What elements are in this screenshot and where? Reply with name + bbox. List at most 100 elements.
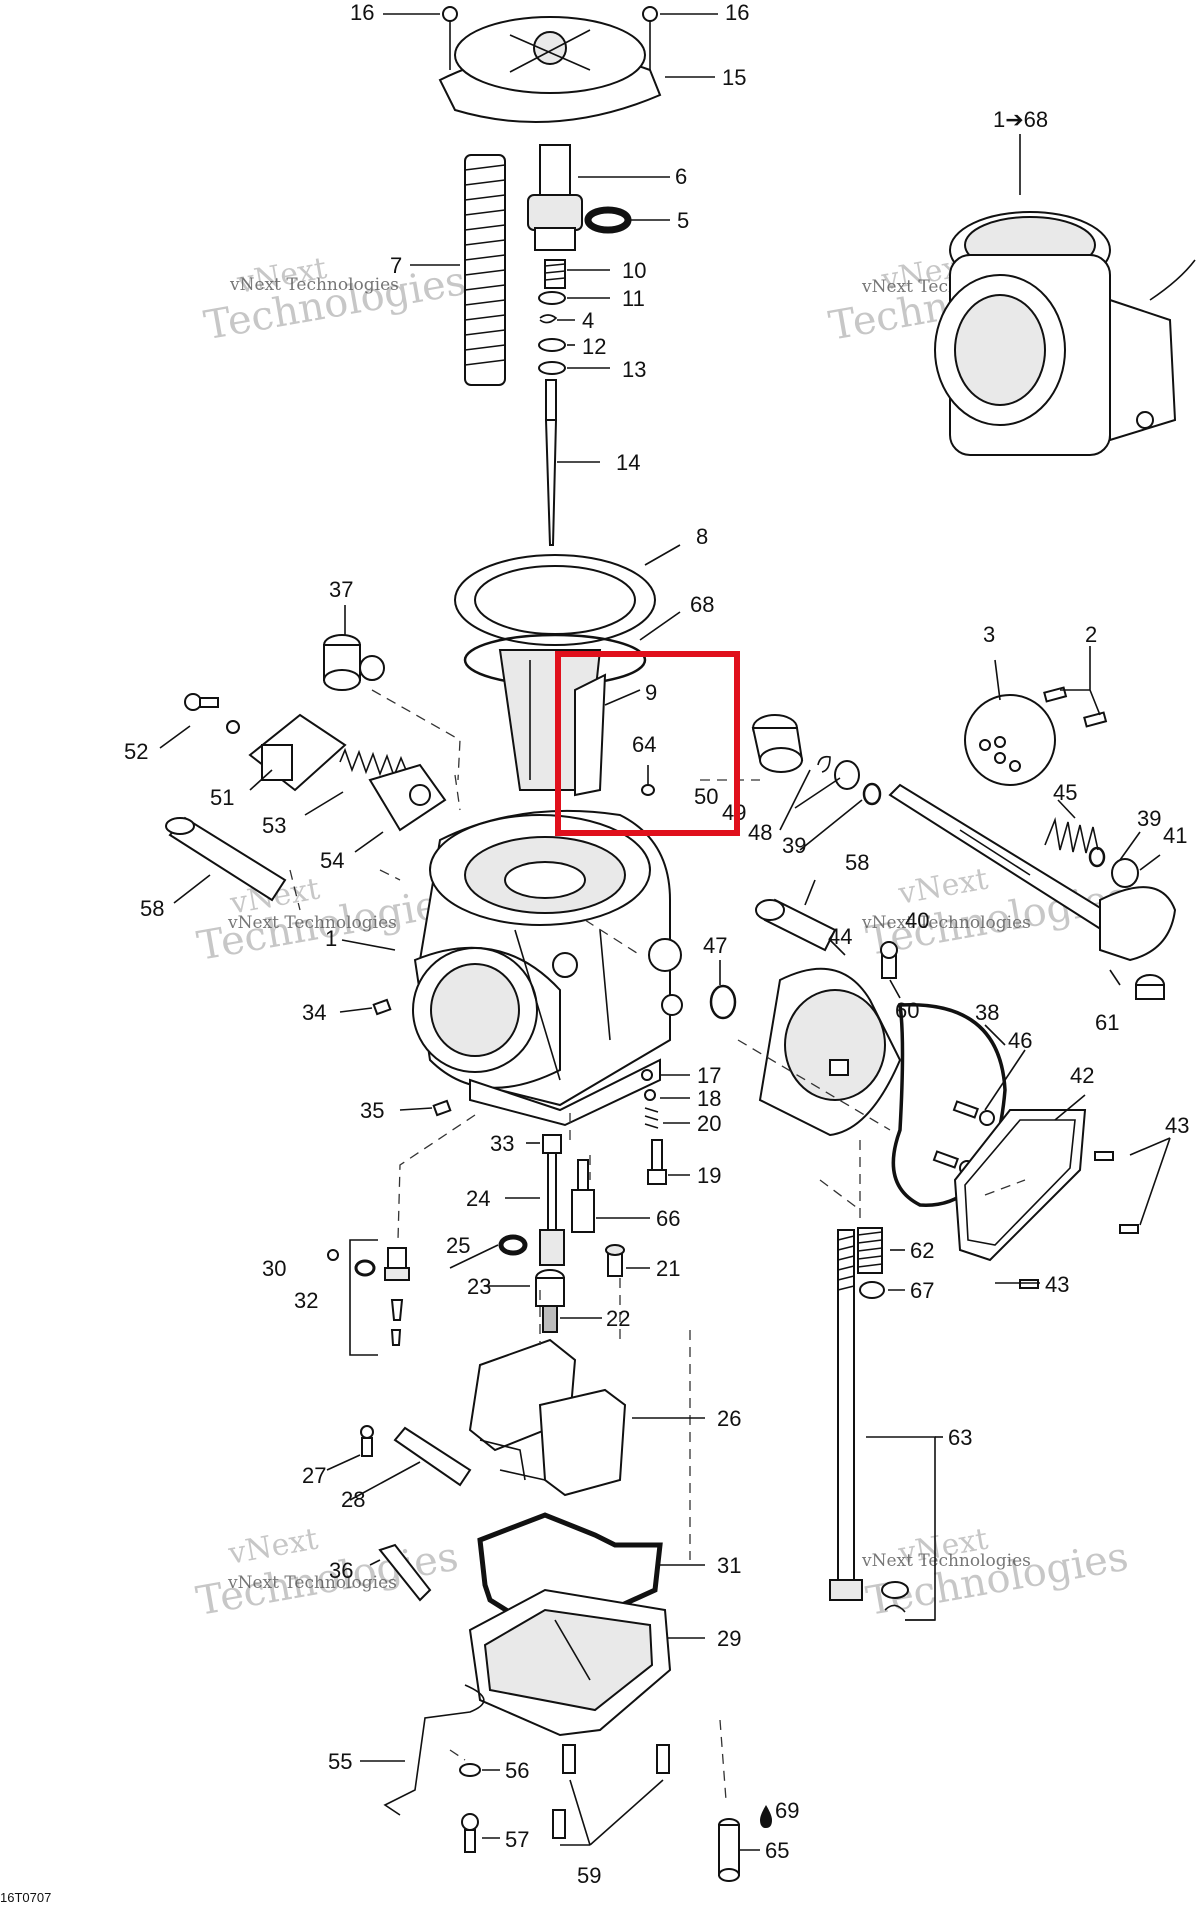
watermark-small-bottom-left: vNext Technologies — [227, 1573, 397, 1593]
callout-64: 64 — [632, 732, 656, 757]
screws-43-part — [1019, 1151, 1139, 1289]
oring-39b-part — [1088, 846, 1106, 868]
spring-45-part — [1044, 817, 1099, 854]
tube-65-part — [718, 1818, 740, 1882]
small-parts-17-20-part — [641, 1069, 667, 1185]
callout-36: 36 — [329, 1558, 353, 1583]
small-spring-part — [544, 259, 566, 289]
cap-screw-right — [642, 6, 658, 70]
callout-1-to-68: 1➔68 — [993, 107, 1048, 132]
callout-7: 7 — [390, 253, 402, 278]
callout-68: 68 — [690, 592, 714, 617]
screw-36-part — [378, 1543, 432, 1602]
callout-40: 40 — [905, 908, 929, 933]
callout-15: 15 — [722, 65, 746, 90]
callout-46: 46 — [1008, 1028, 1032, 1053]
cap-screw-left — [442, 6, 458, 70]
washer-13-part — [538, 361, 566, 375]
fitting-66-part — [571, 1159, 595, 1233]
callout-8: 8 — [696, 524, 708, 549]
callout-59: 59 — [577, 1863, 601, 1888]
slide-plate-9-part — [574, 673, 607, 797]
callout-20: 20 — [697, 1111, 721, 1136]
washer-67-part — [859, 1281, 885, 1299]
callout-1: 1 — [325, 926, 337, 951]
callout-labels: 16 16 15 1➔68 6 5 7 10 11 4 12 13 14 8 6… — [124, 0, 1189, 1888]
callout-3: 3 — [983, 622, 995, 647]
throttle-shaft-40-part — [888, 783, 1177, 962]
cap-61-part — [1135, 974, 1165, 1000]
callout-57: 57 — [505, 1827, 529, 1852]
gasket-38-part — [891, 1003, 1007, 1207]
needle-holder-part — [527, 144, 583, 251]
clip-4-part — [539, 314, 558, 324]
callout-39-right: 39 — [1137, 806, 1161, 831]
carburetor-body-part — [412, 809, 683, 1127]
top-cap-part — [438, 16, 662, 123]
callout-39-left: 39 — [782, 833, 806, 858]
callout-25: 25 — [446, 1233, 470, 1258]
callout-35: 35 — [360, 1098, 384, 1123]
callout-61: 61 — [1095, 1010, 1119, 1035]
drawing-code: 16T0707 — [0, 1890, 51, 1905]
spring-53-part — [339, 747, 407, 779]
callout-4: 4 — [582, 308, 594, 333]
tube-58-right-part — [755, 898, 837, 952]
oring-47-part — [709, 984, 737, 1020]
washer-41-part — [1111, 858, 1139, 888]
callout-66: 66 — [656, 1206, 680, 1231]
callout-21: 21 — [656, 1256, 680, 1281]
callout-42: 42 — [1070, 1063, 1094, 1088]
callout-27: 27 — [302, 1463, 326, 1488]
oring-39-part — [862, 782, 882, 806]
callout-12: 12 — [582, 334, 606, 359]
clip-63c-part — [884, 1604, 906, 1613]
screws-2-part — [1043, 686, 1108, 728]
callout-6: 6 — [675, 164, 687, 189]
callout-44: 44 — [828, 924, 852, 949]
clip-49-part — [817, 755, 831, 773]
oil-drop-icon — [760, 1805, 772, 1828]
pilot-screw-32-part — [327, 1247, 410, 1346]
jet-21-part — [605, 1244, 625, 1277]
callout-67: 67 — [910, 1278, 934, 1303]
callout-29: 29 — [717, 1626, 741, 1651]
jet-33-24-part — [539, 1134, 565, 1266]
cover-44-part — [758, 967, 902, 1137]
assembled-carburetor-thumbnail — [934, 211, 1196, 456]
callout-10: 10 — [622, 258, 646, 283]
callout-48: 48 — [748, 820, 772, 845]
callout-17: 17 — [697, 1063, 721, 1088]
pin-28-part — [393, 1426, 472, 1487]
screw-35-part — [432, 1099, 452, 1117]
cover-plate-42-part — [953, 1109, 1087, 1262]
highlight-box — [555, 651, 740, 836]
screw-57-part — [461, 1813, 479, 1853]
callout-53: 53 — [262, 813, 286, 838]
callout-14: 14 — [616, 450, 640, 475]
callout-50: 50 — [694, 784, 718, 809]
bushing-50-part — [751, 714, 804, 773]
watermark-small-mid-right: vNext Technologies — [861, 913, 1031, 933]
callout-5: 5 — [677, 208, 689, 233]
callout-33: 33 — [490, 1131, 514, 1156]
callout-58-right: 58 — [845, 850, 869, 875]
plate-3-part — [964, 694, 1056, 786]
bowl-gasket-31-part — [477, 1512, 663, 1628]
watermark-small-mid-left: vNext Technologies — [227, 913, 397, 933]
callout-55: 55 — [328, 1749, 352, 1774]
wire-55-part — [383, 1684, 485, 1816]
callout-60: 60 — [895, 998, 919, 1023]
jet-23-22-part — [535, 1269, 565, 1333]
assembly-guide-lines — [289, 689, 1026, 1801]
callout-30: 30 — [262, 1256, 286, 1281]
lever-54-part — [368, 763, 447, 832]
screw-52-part — [184, 693, 219, 711]
callout-65: 65 — [765, 1838, 789, 1863]
slide-diaphragm-part — [454, 554, 656, 791]
callout-13: 13 — [622, 357, 646, 382]
callout-41: 41 — [1163, 823, 1187, 848]
callout-43-right: 43 — [1165, 1113, 1189, 1138]
callout-31: 31 — [717, 1553, 741, 1578]
spring-62-part — [857, 1227, 883, 1274]
